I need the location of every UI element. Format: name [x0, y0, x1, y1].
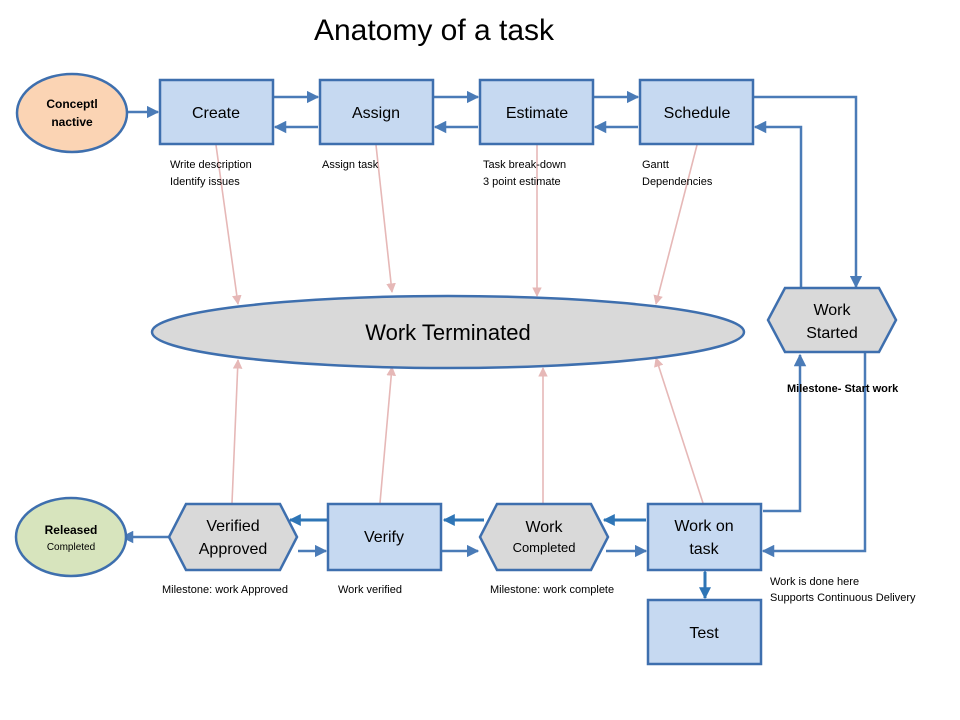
- arrow-schedule-to-terminated: [653, 144, 698, 305]
- flow-arrows: [120, 90, 867, 558]
- step-create: Create: [158, 78, 275, 146]
- work-on-task-line1: Work on: [674, 518, 733, 535]
- verified-approved-note: Milestone: work Approved: [162, 584, 288, 596]
- arrow-schedule-to-started: [753, 95, 863, 289]
- step-schedule-box: [638, 78, 755, 146]
- verify-note-1: Work verified: [338, 584, 402, 596]
- verified-approved-shape: [167, 502, 299, 572]
- step-work-on-task-box: [646, 502, 763, 572]
- milestone-work-completed: Work Completed: [478, 502, 610, 572]
- arrow-assign-to-terminated: [375, 144, 396, 293]
- step-assign-label: Assign: [352, 105, 400, 122]
- arrow-create-to-terminated: [215, 144, 242, 305]
- work-started-line2: Started: [806, 325, 858, 342]
- arrow-verify-to-terminated: [379, 366, 397, 504]
- feedback-arrows: [288, 514, 711, 600]
- work-on-task-line2: task: [689, 541, 719, 558]
- schedule-note-2: Dependencies: [642, 176, 713, 188]
- work-started-shape: [766, 286, 898, 354]
- start-state-shape: [15, 72, 129, 154]
- step-test-label: Test: [689, 625, 719, 642]
- step-estimate: Estimate: [478, 78, 595, 146]
- step-test: Test: [646, 598, 763, 666]
- step-verify: Verify: [326, 502, 443, 572]
- step-estimate-label: Estimate: [506, 105, 568, 122]
- verified-approved-line2: Approved: [199, 541, 268, 558]
- step-notes-bottom: Milestone: work Approved Work verified M…: [162, 576, 916, 604]
- arrow-verified-to-terminated: [231, 359, 243, 504]
- work-completed-line2: Completed: [513, 540, 576, 555]
- step-work-on-task: Work on task: [646, 502, 763, 572]
- end-state-shape: [14, 496, 128, 578]
- end-state-node: Released Completed: [14, 496, 128, 578]
- work-started-note: Milestone- Start work: [787, 383, 899, 395]
- arrow-workontask-to-started: [763, 353, 807, 513]
- work-started-line1: Work: [813, 302, 851, 319]
- work-completed-note: Milestone: work complete: [490, 584, 614, 596]
- step-assign: Assign: [318, 78, 435, 146]
- verified-approved-line1: Verified: [206, 518, 259, 535]
- diagram-title: Anatomy of a task: [314, 14, 555, 47]
- step-verify-label: Verify: [364, 529, 404, 546]
- work-terminated-node: Work Terminated: [150, 294, 746, 370]
- step-create-label: Create: [192, 105, 240, 122]
- start-state-node: Conceptl nactive: [15, 72, 129, 154]
- work-on-task-note-1: Work is done here: [770, 576, 859, 588]
- step-notes-top: Write description Identify issues Assign…: [170, 159, 713, 188]
- work-terminated-label: Work Terminated: [365, 320, 530, 345]
- work-completed-shape: [478, 502, 610, 572]
- termination-arrows: [215, 144, 704, 504]
- arrow-started-to-workontask: [761, 353, 867, 558]
- step-test-box: [646, 598, 763, 666]
- arrow-started-to-schedule: [753, 120, 803, 287]
- assign-note-1: Assign task: [322, 159, 379, 171]
- end-state-line1: Released: [45, 523, 98, 537]
- arrow-workontask-to-terminated: [654, 357, 704, 504]
- start-state-line2: nactive: [51, 115, 93, 129]
- milestone-verified-approved: Verified Approved: [167, 502, 299, 572]
- step-create-box: [158, 78, 275, 146]
- work-on-task-note-2: Supports Continuous Delivery: [770, 592, 916, 604]
- estimate-note-1: Task break-down: [483, 159, 566, 171]
- create-note-1: Write description: [170, 159, 252, 171]
- create-note-2: Identify issues: [170, 176, 240, 188]
- work-completed-line1: Work: [525, 519, 563, 536]
- work-terminated-shape: [150, 294, 746, 370]
- end-state-line2: Completed: [47, 542, 95, 553]
- step-estimate-box: [478, 78, 595, 146]
- milestone-work-started: Work Started: [766, 286, 898, 354]
- step-schedule: Schedule: [638, 78, 755, 146]
- estimate-note-2: 3 point estimate: [483, 176, 561, 188]
- schedule-note-1: Gantt: [642, 159, 669, 171]
- start-state-line1: Conceptl: [46, 97, 97, 111]
- step-schedule-label: Schedule: [664, 105, 731, 122]
- step-assign-box: [318, 78, 435, 146]
- step-verify-box: [326, 502, 443, 572]
